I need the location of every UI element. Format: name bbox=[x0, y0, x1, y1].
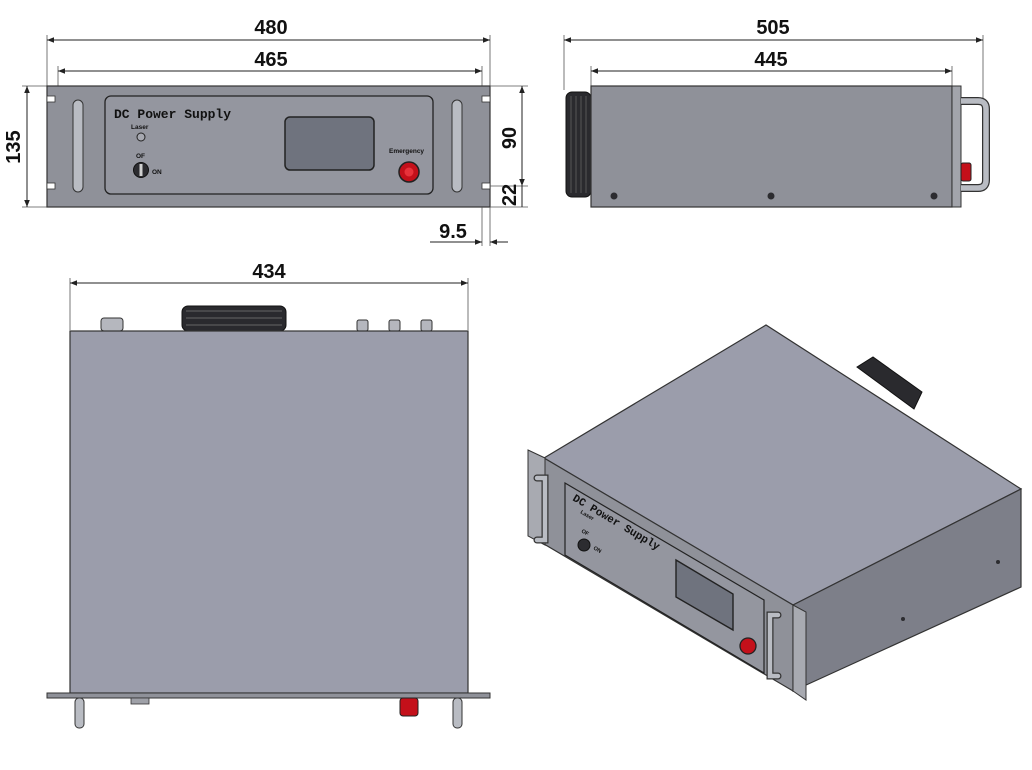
off-label: OF bbox=[136, 153, 145, 160]
emergency-label: Emergency bbox=[389, 148, 424, 155]
top-emergency-icon bbox=[399, 697, 419, 717]
front-view: 480 465 135 DC Power Supply Laser OF ON … bbox=[3, 17, 528, 246]
dim-front-panel-width: 465 bbox=[254, 49, 287, 71]
side-view: 505 445 bbox=[563, 17, 990, 208]
iso-off-label: OF bbox=[580, 529, 590, 538]
top-connector-left bbox=[100, 317, 124, 332]
top-left-handle bbox=[74, 697, 85, 729]
dim-side-body-depth: 445 bbox=[754, 49, 787, 71]
iso-key-switch-icon bbox=[577, 538, 591, 552]
top-view: 434 bbox=[46, 261, 491, 729]
dim-front-height: 135 bbox=[3, 130, 25, 163]
dim-front-ear-offset: 9.5 bbox=[439, 221, 467, 243]
top-right-handle bbox=[452, 697, 463, 729]
on-label: ON bbox=[152, 169, 162, 176]
isometric-view: DC Power Supply Laser OF ON bbox=[527, 324, 1023, 701]
top-connector-1 bbox=[356, 319, 369, 332]
iso-on-label: ON bbox=[592, 546, 602, 555]
top-connector-3 bbox=[420, 319, 433, 332]
laser-indicator-icon bbox=[136, 132, 146, 142]
dim-front-window-height: 90 bbox=[499, 127, 521, 149]
iso-fan-icon bbox=[856, 356, 923, 410]
dim-side-overall-depth: 505 bbox=[756, 17, 789, 39]
side-fan-icon bbox=[565, 91, 592, 198]
side-emergency-icon bbox=[960, 162, 972, 182]
laser-label: Laser bbox=[131, 124, 149, 131]
dim-front-overall-width: 480 bbox=[254, 17, 287, 39]
front-right-handle bbox=[451, 99, 463, 193]
dim-top-body-width: 434 bbox=[252, 261, 286, 283]
dim-front-bottom-offset: 22 bbox=[499, 184, 521, 206]
iso-emergency-button-icon bbox=[739, 637, 757, 655]
top-connector-2 bbox=[388, 319, 401, 332]
front-left-handle bbox=[72, 99, 84, 193]
front-panel-title: DC Power Supply bbox=[114, 107, 231, 122]
front-display-screen bbox=[284, 116, 375, 171]
iso-display-screen bbox=[675, 558, 734, 632]
